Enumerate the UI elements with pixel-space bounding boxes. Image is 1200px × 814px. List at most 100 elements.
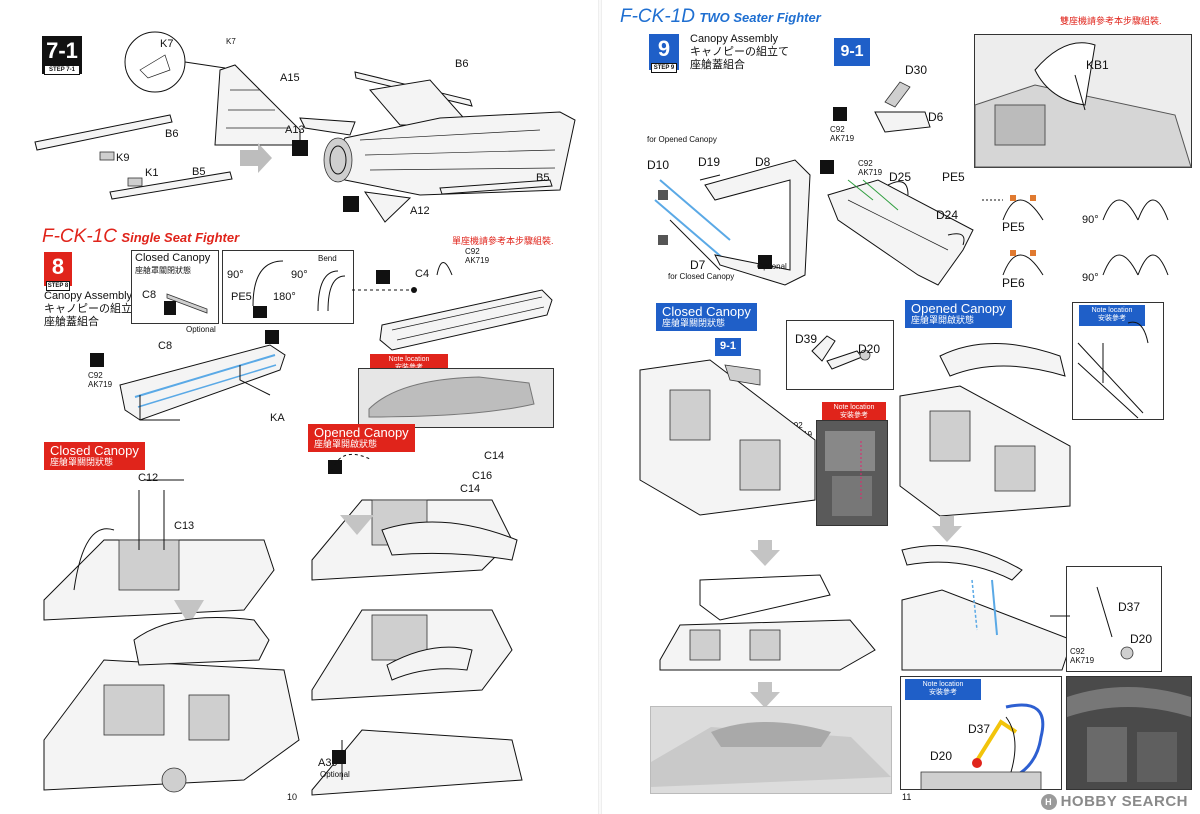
opened-canopy-label: Opened Canopy 座艙罩開啟狀態 bbox=[308, 424, 415, 453]
closed-canopy-label-right: Closed Canopy 座艙罩關閉狀態 bbox=[656, 303, 757, 332]
part-label: D20 bbox=[858, 342, 881, 356]
part-label: A12 bbox=[410, 205, 430, 217]
box-title-cn: 座艙罩關閉狀態 bbox=[135, 266, 191, 275]
step-7-1-illustration bbox=[34, 31, 576, 223]
pe5-pe6-drawing bbox=[982, 195, 1169, 276]
ventral-fin-a12 bbox=[363, 191, 412, 223]
part-label: D10 bbox=[647, 158, 670, 172]
part-label: C16 bbox=[472, 470, 493, 482]
part-k1-shape bbox=[127, 177, 143, 187]
closed-canopy-cockpit-drawings bbox=[43, 479, 300, 793]
closed-canopy-label: Closed Canopy 座艙罩關閉狀態 bbox=[44, 442, 145, 471]
step-number: 9 bbox=[657, 36, 671, 61]
part-label: D20 bbox=[930, 749, 953, 763]
assembly-jp: キャノピーの組立て bbox=[690, 46, 789, 59]
assembly-jp: キャノピーの組立て bbox=[44, 303, 143, 316]
part-label: PE6 bbox=[1002, 276, 1025, 290]
note-location-badge-2: Note location 安裝參考 bbox=[1079, 305, 1145, 326]
two-seater-note: 雙座機請參考本步驟組裝. bbox=[1060, 16, 1162, 26]
hobby-search-logo-icon: H bbox=[1040, 793, 1057, 810]
panel-line bbox=[364, 149, 556, 156]
left-page: 7-1 STEP 7-1 bbox=[34, 31, 576, 802]
opened-canopy-label-right: Opened Canopy 座艙罩開啟狀態 bbox=[905, 300, 1012, 329]
c8-part-drawing bbox=[164, 293, 208, 315]
tail-fin bbox=[214, 64, 301, 146]
part-label: K9 bbox=[116, 152, 130, 164]
step-sub: STEP 7-1 bbox=[44, 65, 80, 75]
part-label: D8 bbox=[755, 155, 771, 169]
exhaust-inner bbox=[329, 145, 347, 175]
part-label: D19 bbox=[698, 155, 721, 169]
watermark-text: HOBBY SEARCH bbox=[1060, 793, 1188, 810]
box-title-en: Closed Canopy bbox=[135, 252, 211, 264]
part-label: B5 bbox=[192, 166, 206, 178]
part-label: D37 bbox=[968, 722, 991, 736]
part-label: C14 bbox=[460, 483, 481, 495]
arrow-down bbox=[750, 540, 780, 566]
part-label: A15 bbox=[280, 72, 300, 84]
frame-d25-d24-drawing bbox=[820, 160, 974, 286]
part-label: D7 bbox=[690, 258, 706, 272]
exhaust bbox=[323, 137, 353, 183]
angle-label: 90° bbox=[291, 269, 308, 281]
part-label: C92 AK719 bbox=[858, 159, 883, 177]
d37-d20-box bbox=[1066, 566, 1162, 672]
part-label: D30 bbox=[905, 63, 928, 77]
canopy-frame-drawing bbox=[352, 262, 553, 351]
d30-d6-drawing bbox=[833, 81, 931, 133]
completed-photo-opened bbox=[1066, 676, 1192, 790]
assembly-caption: Canopy Assembly キャノピーの組立て 座艙蓋組合 bbox=[690, 33, 789, 73]
page-number: 11 bbox=[902, 792, 912, 802]
part-label: A13 bbox=[285, 124, 305, 136]
section-title-single-seat: F-CK-1C Single Seat Fighter bbox=[42, 226, 239, 248]
rail-b5-left bbox=[109, 171, 233, 200]
note-location-photo bbox=[358, 368, 554, 428]
assembly-en: Canopy Assembly bbox=[690, 33, 779, 45]
connector-line bbox=[1050, 615, 1070, 617]
part-label: C13 bbox=[174, 520, 195, 532]
for-closed-label: for Closed Canopy bbox=[668, 272, 735, 281]
part-label: C14 bbox=[484, 450, 505, 462]
optional-label: Optional bbox=[757, 262, 787, 271]
part-label: C8 bbox=[158, 340, 173, 352]
angle-label: 90° bbox=[227, 269, 244, 281]
rear-fuselage bbox=[329, 111, 576, 196]
pe5-drawing bbox=[252, 260, 346, 318]
for-opened-label: for Opened Canopy bbox=[647, 135, 717, 144]
closed-cockpit-right-drawing bbox=[639, 359, 816, 516]
part-label: D20 bbox=[1130, 632, 1153, 646]
title-variant: TWO Seater Fighter bbox=[699, 10, 821, 25]
step-7-1-badge: 7-1 STEP 7-1 bbox=[42, 36, 82, 75]
opened-canopy-installed-drawing bbox=[901, 545, 1073, 671]
part-label: K7 bbox=[160, 38, 174, 50]
arrow-down bbox=[750, 682, 780, 708]
assembly-caption: Canopy Assembly キャノピーの組立て 座艙蓋組合 bbox=[44, 290, 143, 330]
part-label: B5 bbox=[536, 172, 550, 184]
angle-label: 90° bbox=[1082, 214, 1099, 226]
arrow-right bbox=[240, 143, 272, 173]
optional-label: Optional bbox=[186, 325, 216, 334]
title-model: F-CK-1D bbox=[620, 6, 695, 27]
leader-line bbox=[184, 61, 226, 69]
title-variant: Single Seat Fighter bbox=[121, 230, 240, 245]
step-number: 8 bbox=[51, 254, 65, 279]
panel-line bbox=[359, 129, 541, 141]
note-location-box-2: Note location 安裝參考 bbox=[1072, 302, 1164, 420]
assembly-cn: 座艙蓋組合 bbox=[690, 59, 745, 72]
part-label: PE5 bbox=[942, 170, 965, 184]
ventral-fin-a13 bbox=[299, 117, 356, 136]
part-label: B6 bbox=[165, 128, 179, 140]
completed-photo-closed bbox=[650, 706, 892, 794]
part-label: KB1 bbox=[1086, 58, 1109, 72]
closed-canopy-installed-drawing bbox=[659, 574, 876, 671]
part-label: PE5 bbox=[1002, 220, 1025, 234]
note-location-badge-1: Note location 安裝參考 bbox=[822, 402, 886, 423]
step-sub: STEP 8 bbox=[46, 281, 70, 291]
sub-step-9-1-badge: 9-1 bbox=[834, 38, 870, 66]
d-frame-parts-drawing bbox=[654, 159, 811, 286]
rail-b6-left bbox=[34, 114, 173, 151]
d39-d20-detail-box bbox=[786, 320, 894, 390]
note-location-badge-3: Note location 安裝參考 bbox=[905, 679, 981, 700]
opened-cockpit-right-drawing bbox=[899, 343, 1071, 517]
part-label: C92 AK719 bbox=[88, 371, 113, 389]
